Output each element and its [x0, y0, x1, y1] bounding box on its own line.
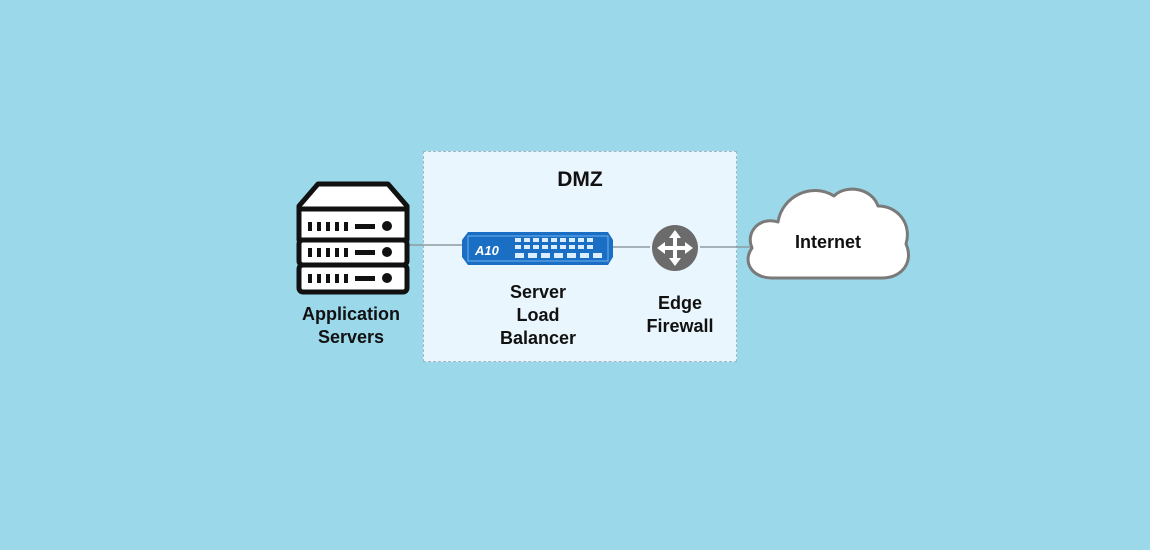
server-stack-icon: [296, 181, 410, 295]
label-edge-firewall: Edge Firewall: [625, 292, 735, 338]
label-line: Load: [516, 305, 560, 325]
label-line: Application: [302, 304, 400, 324]
router-firewall-icon: [652, 225, 698, 271]
load-balancer-appliance-icon: A10: [462, 232, 613, 265]
label-server-load-balancer: Server Load Balancer: [478, 281, 598, 350]
label-line: Edge: [657, 293, 702, 313]
cloud-icon: [746, 187, 910, 280]
label-application-servers: Application Servers: [286, 303, 416, 349]
label-line: Servers: [317, 327, 385, 347]
dmz-title: DMZ: [557, 168, 603, 191]
label-internet: Internet: [794, 232, 861, 252]
label-line: Firewall: [646, 316, 714, 336]
label-line: Balancer: [499, 328, 577, 348]
label-line: Server: [509, 282, 567, 302]
a10-logo: A10: [474, 243, 500, 258]
